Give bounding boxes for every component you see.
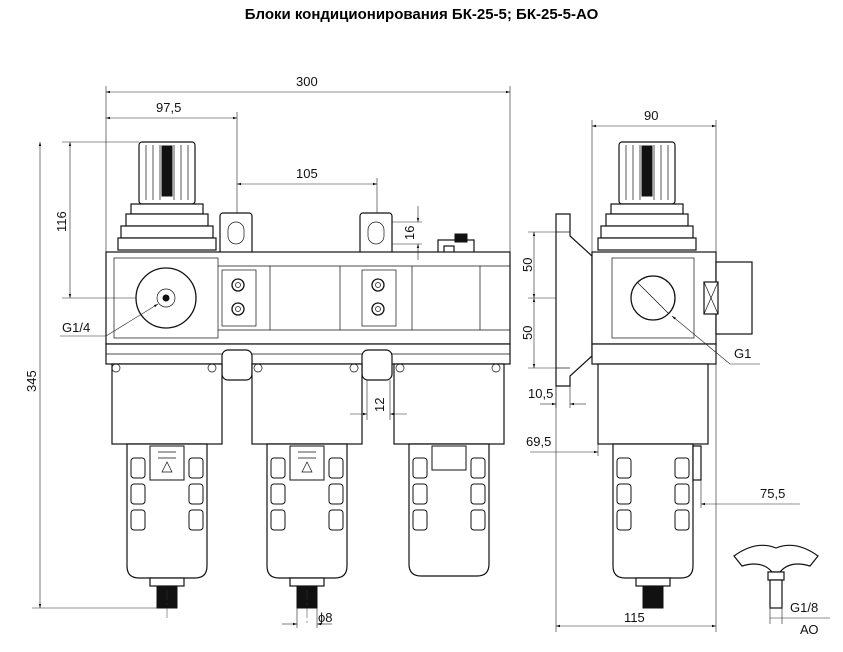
- dim-g1-4: G1/4: [62, 320, 90, 335]
- dim-116: 116: [54, 211, 69, 232]
- dim-115: 115: [624, 610, 645, 625]
- dim-phi-8: ϕ8: [318, 610, 333, 625]
- dim-g1: G1: [734, 346, 751, 361]
- side-dimensions: [528, 120, 800, 632]
- dim-69-5: 69,5: [526, 434, 551, 449]
- bowl-fine-filter: [251, 363, 363, 626]
- front-dimensions: [32, 86, 511, 628]
- manifold-body: [105, 251, 511, 365]
- front-view: [105, 141, 511, 626]
- dim-345: 345: [24, 370, 39, 392]
- dim-75-5: 75,5: [760, 486, 785, 501]
- dim-50-upper: 50: [520, 258, 535, 272]
- dim-105: 105: [296, 166, 318, 181]
- side-view: [555, 141, 753, 609]
- bowl-filter: [111, 363, 223, 620]
- dim-97-5: 97,5: [156, 100, 181, 115]
- dim-ao: АО: [800, 622, 819, 637]
- dim-12: 12: [372, 398, 387, 412]
- dim-g1-8: G1/8: [790, 600, 818, 615]
- page-title: Блоки кондиционирования БК-25-5; БК-25-5…: [244, 6, 599, 23]
- dim-16: 16: [402, 226, 417, 240]
- lower-tab-left: [221, 349, 253, 381]
- lower-tab-right: [361, 349, 393, 381]
- dim-10-5: 10,5: [528, 386, 553, 401]
- dim-300: 300: [296, 74, 318, 89]
- bowl-lubricator: [393, 363, 505, 577]
- auto-drain-detail: [733, 544, 830, 624]
- regulator-knob: [117, 141, 217, 251]
- dim-90: 90: [644, 108, 658, 123]
- dim-50-lower: 50: [520, 326, 535, 340]
